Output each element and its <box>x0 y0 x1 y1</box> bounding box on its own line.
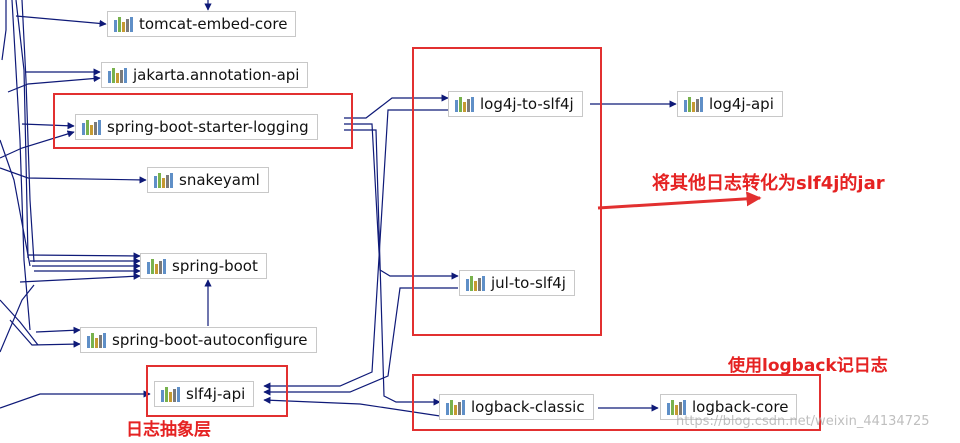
annotation-use-logback: 使用logback记日志 <box>728 356 888 376</box>
edge-to-starter-2 <box>0 130 75 159</box>
node-label: tomcat-embed-core <box>139 15 288 33</box>
node-slf4j-api[interactable]: slf4j-api <box>154 381 255 407</box>
edge-bundle-2 <box>11 0 31 331</box>
edge-bundle-6 <box>0 299 39 346</box>
node-logback-classic[interactable]: logback-classic <box>439 394 594 420</box>
highlight-starter-logging <box>53 93 353 149</box>
jar-icon <box>154 172 173 188</box>
node-label: log4j-api <box>709 95 774 113</box>
node-log4j-api[interactable]: log4j-api <box>677 91 783 117</box>
edge-jul-to-slf4j <box>263 287 458 396</box>
jar-icon <box>114 16 133 32</box>
highlight-slf4j-api <box>146 365 288 417</box>
watermark: https://blog.csdn.net/weixin_44134725 <box>676 414 930 429</box>
node-jul-to-slf4j[interactable]: jul-to-slf4j <box>459 270 575 296</box>
node-label: snakeyaml <box>179 171 260 189</box>
jar-icon <box>82 119 101 135</box>
edge-bundle-4 <box>21 0 35 263</box>
node-spring-boot-autoconfigure[interactable]: spring-boot-autoconfigure <box>80 327 317 353</box>
node-label: spring-boot-autoconfigure <box>112 331 308 349</box>
highlight-logback <box>412 374 821 431</box>
node-label: spring-boot <box>172 257 258 275</box>
edge-to-jakarta-2 <box>7 74 101 93</box>
annotation-arrow <box>597 191 762 210</box>
edge-starter-to-logback <box>344 129 441 406</box>
edge-bundle-3 <box>15 0 29 259</box>
edge-to-slf4j-left <box>0 390 151 409</box>
edge-bundle-1 <box>1 0 7 61</box>
node-tomcat-embed-core[interactable]: tomcat-embed-core <box>107 11 297 37</box>
node-label: logback-core <box>692 398 789 416</box>
node-label: spring-boot-starter-logging <box>107 118 309 136</box>
edge-to-springboot-1 <box>27 252 141 260</box>
edge-log4jtoslf4j-to-slf4j <box>263 109 448 390</box>
jar-icon <box>455 96 474 112</box>
edge-to-snakeyaml <box>0 167 147 184</box>
node-log4j-to-slf4j[interactable]: log4j-to-slf4j <box>448 91 583 117</box>
edge-to-tomcat <box>15 15 107 28</box>
node-logback-core[interactable]: logback-core <box>660 394 798 420</box>
highlight-bridges <box>412 47 602 336</box>
jar-icon <box>108 67 127 83</box>
jar-icon <box>161 386 180 402</box>
node-label: slf4j-api <box>186 385 246 403</box>
node-spring-boot-starter-logging[interactable]: spring-boot-starter-logging <box>75 114 318 140</box>
jar-icon <box>147 258 166 274</box>
edge-to-autoconf-1 <box>35 326 81 334</box>
edge-bundle-5 <box>0 139 31 267</box>
node-label: log4j-to-slf4j <box>480 95 574 113</box>
jar-icon <box>446 399 465 415</box>
edge-to-autoconf-2 <box>9 319 81 348</box>
edge-bundle-7 <box>0 284 35 353</box>
edge-to-springboot-5 <box>19 272 141 283</box>
annotation-convert-to-slf4j: 将其他日志转化为slf4j的jar <box>652 173 885 194</box>
node-label: jul-to-slf4j <box>491 274 566 292</box>
node-label: logback-classic <box>471 398 585 416</box>
jar-icon <box>87 332 106 348</box>
jar-icon <box>466 275 485 291</box>
node-spring-boot[interactable]: spring-boot <box>140 253 267 279</box>
node-snakeyaml[interactable]: snakeyaml <box>147 167 269 193</box>
node-jakarta-annotation-api[interactable]: jakarta.annotation-api <box>101 62 309 88</box>
edge-to-starter-1 <box>21 122 75 130</box>
jar-icon <box>667 399 686 415</box>
jar-icon <box>684 96 703 112</box>
annotation-abstraction-layer: 日志抽象层 <box>126 420 211 440</box>
edge-starter-to-log4jtoslf4j <box>344 94 449 119</box>
node-label: jakarta.annotation-api <box>133 66 300 84</box>
